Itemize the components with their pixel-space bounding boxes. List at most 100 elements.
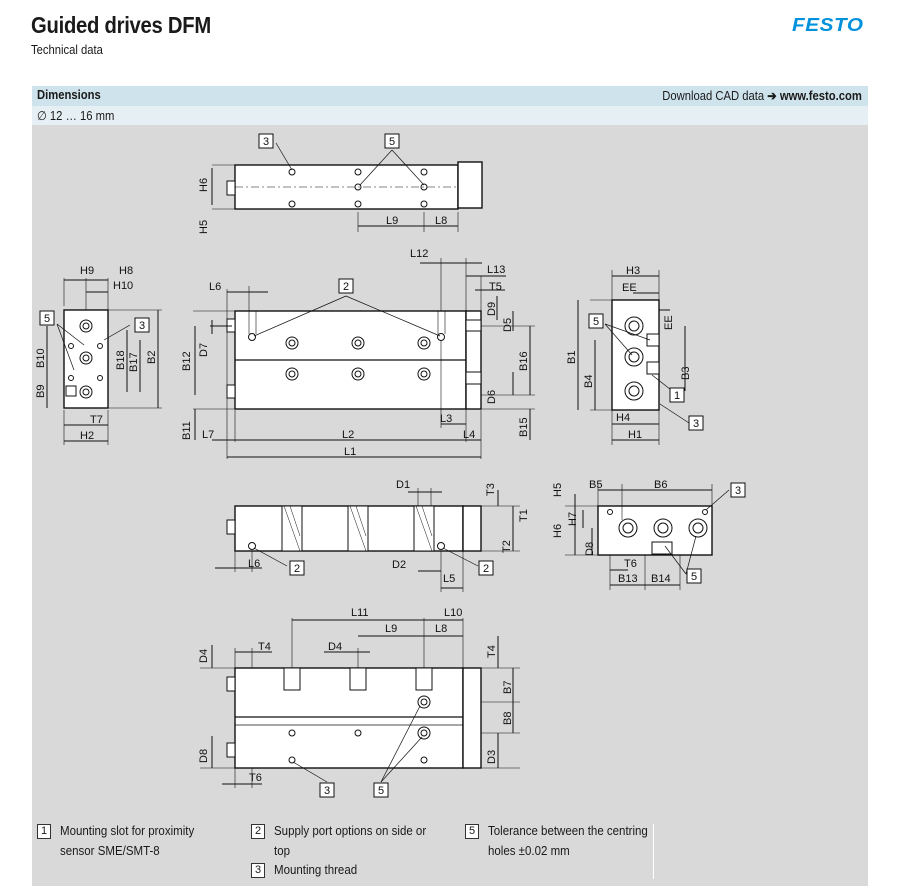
- dim-label-t4-b: T4: [486, 645, 498, 658]
- dim-label-b10: B10: [35, 348, 47, 368]
- dim-label-l7: L7: [202, 429, 214, 441]
- dim-label-b17: B17: [128, 352, 140, 372]
- festo-logo: FESTO: [792, 15, 864, 35]
- dim-label-h7: H7: [567, 512, 579, 526]
- callout-5-a: 5: [384, 133, 400, 149]
- dim-label-l13: L13: [487, 264, 505, 276]
- size-band: [32, 106, 868, 125]
- dim-label-l11: L11: [351, 607, 369, 619]
- dim-label-ee-top: EE: [622, 282, 637, 294]
- dim-label-h6: H6: [198, 178, 210, 192]
- legend-number-3: 3: [251, 863, 265, 878]
- svg-text:2: 2: [343, 281, 349, 293]
- dim-label-d7: D7: [198, 343, 210, 357]
- dim-label-h2: H2: [80, 430, 94, 442]
- download-cad-site[interactable]: www.festo.com: [779, 89, 862, 103]
- dim-label-l2: L2: [342, 429, 354, 441]
- dim-label-b12: B12: [181, 351, 193, 371]
- callout-2-c: 2: [478, 560, 494, 576]
- svg-text:5: 5: [389, 136, 395, 148]
- svg-text:3: 3: [263, 136, 269, 148]
- page-title: Guided drives DFM: [31, 12, 211, 38]
- dim-label-d9: D9: [486, 302, 498, 316]
- dim-label-t6: T6: [624, 558, 637, 570]
- dim-label-l9-b: L9: [385, 623, 397, 635]
- dim-label-d4-a: D4: [328, 641, 342, 653]
- dim-label-h5-b: H5: [552, 483, 564, 497]
- dim-label-b2: B2: [146, 351, 158, 364]
- dim-label-b8: B8: [502, 712, 514, 725]
- callout-1-a: 1: [669, 387, 685, 403]
- svg-text:2: 2: [294, 563, 300, 575]
- callout-5-e: 5: [373, 782, 389, 798]
- dim-label-l6: L6: [209, 281, 221, 293]
- dim-label-t4-a: T4: [258, 641, 271, 653]
- dim-label-h6-b: H6: [552, 524, 564, 538]
- dim-label-l9: L9: [386, 215, 398, 227]
- legend-text-1-line1: Mounting slot for proximity: [60, 824, 195, 838]
- dim-label-l12: L12: [410, 248, 428, 260]
- callout-5-b: 5: [39, 310, 55, 326]
- dim-label-d2: D2: [392, 559, 406, 571]
- dim-label-ee-side: EE: [663, 315, 675, 330]
- legend-divider: [653, 824, 654, 879]
- legend-text-5-line1: Tolerance between the centring: [488, 824, 648, 838]
- callout-5-d: 5: [686, 568, 702, 584]
- dim-label-d8-b: D8: [198, 749, 210, 763]
- dim-label-b4: B4: [583, 375, 595, 388]
- dim-label-b7: B7: [502, 681, 514, 694]
- dim-label-b5: B5: [589, 479, 602, 491]
- legend-item-3: 3 Mounting thread: [251, 860, 364, 880]
- callout-2-a: 2: [338, 278, 354, 294]
- section-title: Dimensions: [37, 88, 101, 102]
- svg-text:3: 3: [139, 320, 145, 332]
- svg-text:5: 5: [44, 313, 50, 325]
- dim-label-b13: B13: [618, 573, 638, 585]
- dim-label-l4: L4: [463, 429, 475, 441]
- download-cad-link[interactable]: Download CAD data ➔ www.festo.com: [662, 88, 862, 103]
- dim-label-h10: H10: [113, 280, 133, 292]
- dim-label-h1: H1: [628, 429, 642, 441]
- dim-label-h8: H8: [119, 265, 133, 277]
- legend-text-2-line2: top: [274, 844, 290, 858]
- dim-label-b16: B16: [518, 351, 530, 371]
- dimension-labels: H6 H5 L9 L8 H9 H8 H10 L12 L13 T5 L6 D9 D…: [35, 178, 692, 784]
- callout-labels: 3 5 2 5 3 5 1 3 2 2 3 5 3 5: [39, 133, 746, 798]
- dim-label-t3: T3: [485, 483, 497, 496]
- svg-text:5: 5: [593, 316, 599, 328]
- dim-label-l6-b: L6: [248, 558, 260, 570]
- svg-text:3: 3: [735, 485, 741, 497]
- legend-text-2-line1: Supply port options on side or: [274, 824, 427, 838]
- dim-label-b18: B18: [115, 350, 127, 370]
- dim-label-l3: L3: [440, 413, 452, 425]
- dim-label-h3: H3: [626, 265, 640, 277]
- dim-label-b14: B14: [651, 573, 671, 585]
- callout-2-b: 2: [289, 560, 305, 576]
- dim-label-b9: B9: [35, 385, 47, 398]
- arrow-icon: ➔: [767, 89, 777, 103]
- dim-label-l8: L8: [435, 215, 447, 227]
- callout-3-b: 3: [134, 317, 150, 333]
- page-subtitle: Technical data: [31, 43, 103, 57]
- dim-label-b6: B6: [654, 479, 667, 491]
- dim-label-d5: D5: [502, 318, 514, 332]
- dim-label-t7: T7: [90, 414, 103, 426]
- dim-label-t6-b: T6: [249, 772, 262, 784]
- dim-label-h5: H5: [198, 220, 210, 234]
- dim-label-l8-b: L8: [435, 623, 447, 635]
- legend-number-5: 5: [465, 824, 479, 839]
- dim-label-l10: L10: [444, 607, 462, 619]
- dim-label-b3: B3: [680, 367, 692, 380]
- svg-text:3: 3: [693, 418, 699, 430]
- dim-label-d3: D3: [486, 750, 498, 764]
- legend-text-5-line2: holes ±0.02 mm: [488, 844, 570, 858]
- callout-3-e: 3: [319, 782, 335, 798]
- dim-label-b15: B15: [518, 417, 530, 437]
- legend-text-3: Mounting thread: [274, 863, 358, 877]
- dim-label-h9: H9: [80, 265, 94, 277]
- download-cad-label: Download CAD data: [662, 89, 765, 103]
- dim-label-l5: L5: [443, 573, 455, 585]
